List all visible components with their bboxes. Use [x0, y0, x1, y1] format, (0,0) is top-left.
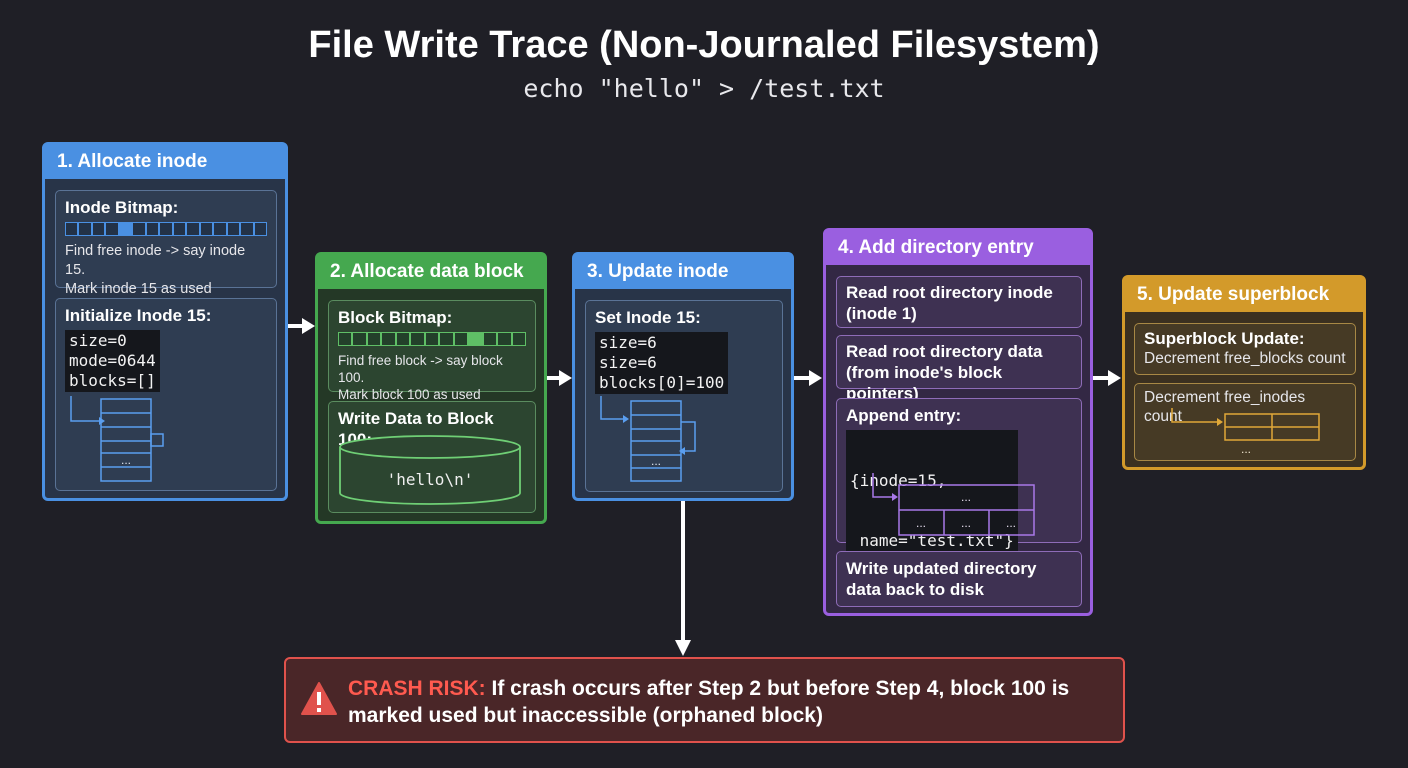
arrow-3-to-crash: [675, 501, 691, 656]
block-bitmap: [338, 332, 527, 346]
step-4-add-directory-entry: 4. Add directory entry Read root directo…: [823, 228, 1093, 616]
bitmap-cell: [91, 222, 106, 236]
dir-ellipsis-3: ...: [1006, 516, 1016, 530]
step-2-allocate-data-block: 2. Allocate data block Block Bitmap: Fin…: [315, 252, 547, 524]
initialize-inode-panel: Initialize Inode 15: size=0 mode=0644 bl…: [55, 298, 277, 491]
superblock-icon: ...: [1171, 408, 1320, 456]
updated-field-size-1: size=6: [599, 333, 657, 352]
bitmap-cell: [410, 332, 425, 346]
bitmap-cell: [511, 332, 527, 346]
write-back-panel: Write updated directory data back to dis…: [836, 551, 1082, 607]
updated-inode-ellipsis: ...: [651, 454, 661, 468]
bitmap-cell: [338, 332, 353, 346]
command-subtitle: echo "hello" > /test.txt: [523, 74, 885, 103]
bitmap-cell: [186, 222, 200, 236]
bitmap-cell: [172, 222, 187, 236]
inode-bitmap-panel: Inode Bitmap: Find free inode -> say ino…: [55, 190, 277, 297]
inode-field-blocks: blocks=[]: [69, 371, 156, 390]
superblock-update-panel: Superblock Update: Decrement free_blocks…: [1134, 323, 1356, 375]
bitmap-cell: [482, 332, 498, 346]
bitmap-cell: [213, 222, 227, 236]
bitmap-cell: [118, 222, 133, 236]
arrow-2-to-3: [547, 370, 572, 386]
inode-field-mode: mode=0644: [69, 351, 156, 370]
inode-bitmap-text: Find free inode -> say inode 15. Mark in…: [65, 243, 246, 297]
updated-inode-fields: size=6 size=6 blocks[0]=100: [595, 332, 729, 394]
bitmap-cell: [381, 332, 396, 346]
superblock-update-title: Superblock Update:: [1144, 329, 1305, 348]
bitmap-cell: [159, 222, 173, 236]
step-2-header: 2. Allocate data block: [318, 255, 544, 289]
block-bitmap-panel: Block Bitmap: Find free block -> say blo…: [328, 300, 536, 402]
inode-ellipsis: ...: [121, 453, 131, 467]
updated-field-blocks: blocks[0]=100: [599, 373, 725, 392]
step-3-header: 3. Update inode: [575, 255, 791, 289]
bitmap-cell: [453, 332, 469, 346]
crash-risk-text: CRASH RISK: If crash occurs after Step 2…: [348, 675, 1108, 729]
bitmap-cell: [395, 332, 411, 346]
bitmap-cell: [199, 222, 214, 236]
bitmap-cell: [439, 332, 454, 346]
dir-ellipsis-1: ...: [916, 516, 926, 530]
step-1-header: 1. Allocate inode: [45, 145, 285, 179]
superblock-ellipsis: ...: [1241, 442, 1251, 456]
block-data-value: 'hello\n': [387, 470, 474, 489]
arrow-3-to-4: [794, 370, 822, 386]
inode-bitmap: [65, 222, 268, 236]
inode-structure-icon: ...: [70, 396, 164, 482]
step-4-header: 4. Add directory entry: [826, 231, 1090, 265]
warning-icon: [301, 682, 337, 715]
step-1-allocate-inode: 1. Allocate inode Inode Bitmap: Find fre…: [42, 142, 288, 501]
read-root-data-text: Read root directory data (from inode's b…: [846, 342, 1043, 403]
bitmap-cell: [497, 332, 512, 346]
step-3-update-inode: 3. Update inode Set Inode 15: size=6 siz…: [572, 252, 794, 501]
crash-risk-label: CRASH RISK:: [348, 677, 486, 700]
bitmap-cell: [468, 332, 483, 346]
bitmap-cell: [226, 222, 241, 236]
bitmap-cell: [424, 332, 440, 346]
read-root-inode-panel: Read root directory inode (inode 1): [836, 276, 1082, 328]
bitmap-cell: [132, 222, 146, 236]
inode-field-size: size=0: [69, 331, 127, 350]
read-root-inode-text: Read root directory inode (inode 1): [846, 283, 1053, 323]
block-bitmap-text: Find free block -> say block 100. Mark b…: [338, 353, 503, 402]
bitmap-cell: [78, 222, 92, 236]
updated-inode-icon: ...: [600, 396, 696, 482]
inode-fields: size=0 mode=0644 blocks=[]: [65, 330, 160, 392]
step-5-update-superblock: 5. Update superblock Superblock Update: …: [1122, 275, 1366, 470]
set-inode-title: Set Inode 15:: [595, 308, 701, 327]
inode-bitmap-title: Inode Bitmap:: [65, 198, 179, 217]
read-root-data-panel: Read root directory data (from inode's b…: [836, 335, 1082, 403]
bitmap-cell: [240, 222, 254, 236]
write-back-text: Write updated directory data back to dis…: [846, 559, 1037, 599]
arrow-4-to-5: [1093, 370, 1121, 386]
bitmap-cell: [366, 332, 382, 346]
bitmap-cell: [145, 222, 160, 236]
step-5-header: 5. Update superblock: [1125, 278, 1363, 312]
crash-risk-banner: CRASH RISK: If crash occurs after Step 2…: [284, 657, 1125, 743]
arrow-1-to-2: [288, 318, 315, 334]
bitmap-cell: [105, 222, 119, 236]
bitmap-cell: [352, 332, 367, 346]
append-entry-title: Append entry:: [846, 406, 962, 425]
bitmap-cell: [253, 222, 268, 236]
updated-field-size-2: size=6: [599, 353, 657, 372]
diagram-title: File Write Trace (Non-Journaled Filesyst…: [308, 24, 1100, 66]
block-bitmap-title: Block Bitmap:: [338, 308, 453, 327]
free-blocks-text: Decrement free_blocks count: [1144, 350, 1346, 367]
crash-risk-description: If crash occurs after Step 2 but before …: [348, 677, 1070, 727]
directory-block-icon: ... ... ... ...: [872, 473, 1035, 536]
set-inode-panel: Set Inode 15: size=6 size=6 blocks[0]=10…: [585, 300, 783, 492]
bitmap-cell: [65, 222, 79, 236]
dir-ellipsis-top: ...: [961, 490, 971, 504]
disk-icon: 'hello\n': [339, 435, 521, 505]
initialize-inode-title: Initialize Inode 15:: [65, 306, 212, 325]
dir-ellipsis-2: ...: [961, 516, 971, 530]
